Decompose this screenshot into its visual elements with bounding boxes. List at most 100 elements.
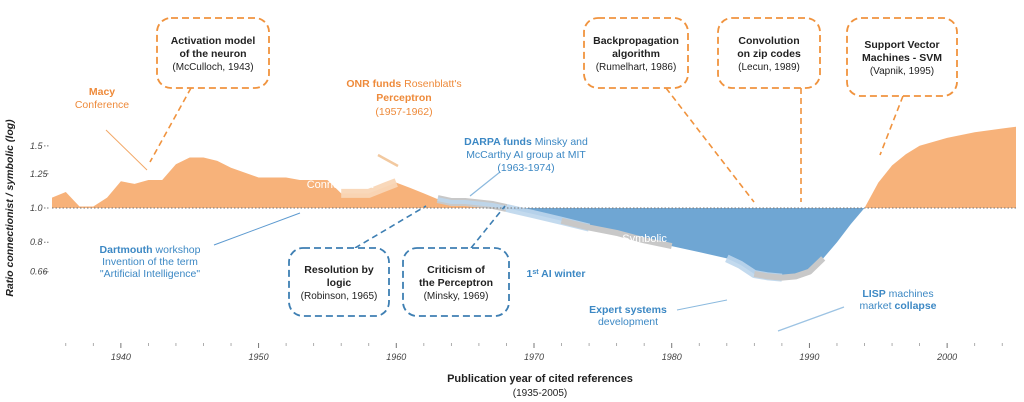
annotation-run: st: [532, 269, 539, 276]
box-line: (Vapnik, 1995): [870, 66, 934, 77]
y-tick-label: 0.66: [30, 267, 48, 277]
box-line: Resolution by: [304, 264, 374, 276]
leader-macy: [105, 129, 148, 171]
box-frame: [402, 247, 510, 317]
annotation-line: Macy: [89, 86, 115, 98]
x-axis-label: Publication year of cited references: [447, 373, 633, 385]
y-tick-label: 1.5: [30, 141, 44, 151]
annotation-run: Expert systems: [589, 304, 667, 316]
area-fills: [52, 126, 1016, 282]
box-frame: [156, 17, 270, 89]
leader-darpa: [469, 171, 501, 197]
annotation-run: collapse: [894, 300, 936, 312]
leader-lines: [105, 87, 904, 332]
box-line: Machines - SVM: [862, 52, 942, 64]
y-tick-label: 1.0: [30, 203, 43, 213]
leader-activation: [149, 87, 192, 163]
box-frame: [717, 17, 821, 89]
annotation-run: market: [859, 300, 894, 312]
annotation-line: DARPA funds Minsky and: [464, 136, 588, 148]
annotation-line: Conference: [75, 99, 129, 111]
box-frame: [288, 247, 390, 317]
leader-expert: [676, 299, 728, 311]
annotation-line: Expert systems: [589, 304, 667, 316]
leader-backprop: [665, 87, 755, 203]
box-line: Convolution: [738, 35, 799, 47]
area-label-symbolic: Symbolic: [622, 233, 667, 245]
x-tick-label: 1980: [662, 352, 682, 362]
leader-onr: [377, 153, 399, 168]
annotation-run: DARPA funds: [464, 136, 532, 148]
leader-dartmouth: [213, 212, 301, 246]
annotation-run: AI winter: [539, 268, 586, 280]
annotation-run: Minsky and: [532, 136, 588, 148]
box-frame: [583, 17, 689, 89]
annotation-line: development: [598, 316, 658, 328]
annotation-run: Conference: [75, 99, 129, 111]
box-line: of the neuron: [179, 48, 246, 60]
annotation-run: ONR funds: [346, 78, 401, 90]
box-line: Criticism of: [427, 264, 485, 276]
box-line: (Minsky, 1969): [424, 291, 489, 302]
band-onr-perceptron: [341, 178, 398, 198]
annotation-run: LISP: [862, 288, 885, 300]
box-line: (McCulloch, 1943): [172, 62, 253, 73]
annotation-run: McCarthy AI group at MIT: [466, 149, 586, 161]
x-tick-label: 1960: [386, 352, 406, 362]
leader-resolution: [354, 205, 427, 249]
annotation-run: (1963-1974): [497, 162, 554, 174]
annotation-aiwinter: 1st AI winter: [527, 268, 586, 280]
annotation-run: "Artificial Intelligence": [100, 268, 201, 280]
box-line: (Robinson, 1965): [301, 291, 378, 302]
annotation-line: ONR funds Rosenblatt's: [346, 78, 461, 90]
x-tick-label: 1940: [111, 352, 131, 362]
band-grey-lisp: [753, 256, 826, 281]
annotation-line: 1st AI winter: [527, 268, 586, 280]
area-symbolic: [506, 208, 865, 278]
box-line: Activation model: [171, 35, 256, 47]
annotation-line: (1957-1962): [375, 106, 432, 118]
box-line: (Lecun, 1989): [738, 62, 800, 73]
y-tick-label: 0.8: [30, 237, 43, 247]
annotation-run: machines: [886, 288, 934, 300]
annotation-run: Perceptron: [376, 92, 431, 104]
area-connectionist: [52, 157, 507, 208]
band-grey-winter: [560, 217, 673, 250]
box-line: logic: [327, 277, 352, 289]
band-darpa: [437, 197, 507, 210]
y-tick-label: 1.25: [30, 169, 49, 179]
box-line: (Rumelhart, 1986): [596, 62, 677, 73]
x-tick-label: 2000: [936, 352, 957, 362]
annotation-line: Invention of the term: [102, 256, 198, 268]
annotation-run: Invention of the term: [102, 256, 198, 268]
annotation-run: Rosenblatt's: [401, 78, 461, 90]
annotation-run: 1: [527, 268, 533, 280]
leader-svm: [879, 95, 904, 156]
annotation-line: (1963-1974): [497, 162, 554, 174]
box-line: the Perceptron: [419, 277, 493, 289]
y-axis-label: Ratio connectionist / symbolic (log): [4, 119, 16, 297]
x-axis-sublabel: (1935-2005): [513, 388, 567, 399]
annotation-run: development: [598, 316, 658, 328]
annotation-line: market collapse: [859, 300, 936, 312]
box-line: algorithm: [612, 48, 660, 60]
box-line: Backpropagation: [593, 35, 679, 47]
annotation-run: Dartmouth: [100, 244, 153, 256]
x-tick-label: 1970: [524, 352, 544, 362]
area-label-connectionist: Connectionist: [307, 179, 374, 191]
